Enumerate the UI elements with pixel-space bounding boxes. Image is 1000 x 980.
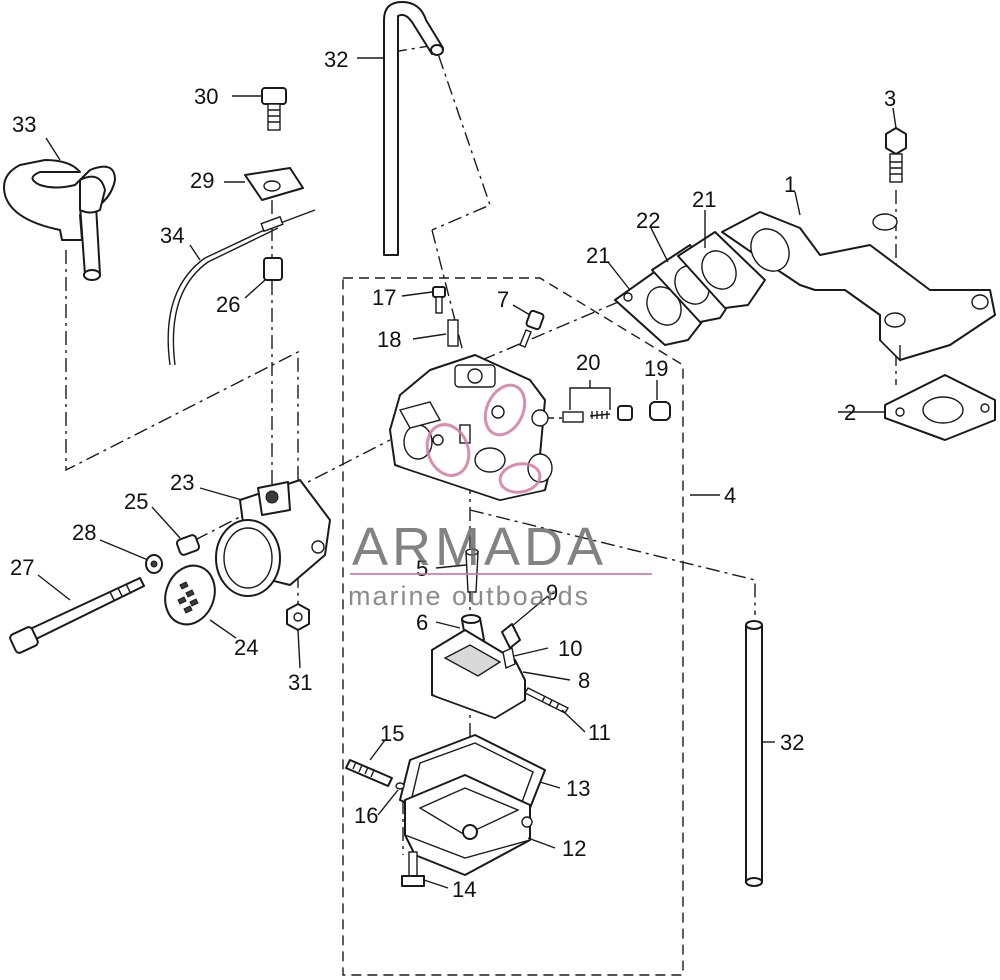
screw-14 (401, 851, 425, 887)
callout-4: 4 (724, 483, 736, 508)
callout-32-upper: 32 (324, 47, 348, 72)
washer-28 (145, 554, 163, 574)
float-clip-9 (501, 623, 521, 649)
callout-11: 11 (588, 720, 611, 745)
callout-6: 6 (416, 610, 428, 635)
gasket-2 (884, 374, 996, 441)
drain-screw-15 (345, 759, 393, 787)
callout-2: 2 (844, 400, 856, 425)
carburetor-assembly-box (342, 277, 684, 976)
choke-cable-34 (167, 209, 316, 366)
watermark-logo-icon (425, 383, 542, 494)
fuel-hose-upper (383, 1, 444, 256)
callout-18: 18 (377, 327, 401, 352)
pilot-screw-20 (562, 405, 633, 423)
callout-21-left: 21 (586, 243, 610, 268)
main-jet-5 (465, 548, 479, 593)
callout-28: 28 (72, 520, 96, 545)
callout-1: 1 (784, 172, 796, 197)
callout-33: 33 (12, 112, 36, 137)
bolt-27 (9, 577, 145, 654)
float-8 (431, 629, 526, 719)
float-pin-11 (524, 687, 569, 714)
fuel-hose-lower (745, 620, 763, 887)
gasket-21-right (677, 231, 766, 309)
carburetor-body (389, 354, 553, 501)
collar-26 (263, 257, 283, 281)
nut-25 (175, 534, 201, 556)
callout-31: 31 (288, 670, 312, 695)
needle-valve-10 (502, 647, 516, 669)
breather-hose (3, 159, 116, 281)
callout-10: 10 (558, 636, 582, 661)
callout-3: 3 (884, 86, 896, 111)
callout-labels: 1 2 3 4 5 6 7 8 9 10 11 12 13 14 15 16 1… (10, 47, 896, 902)
callout-14: 14 (452, 877, 476, 902)
screw-7 (519, 309, 545, 348)
bolt-30 (261, 87, 287, 131)
silencer-23 (215, 479, 331, 597)
bracket-29 (244, 167, 304, 201)
watermark: ARMADA marine outboards (348, 383, 652, 611)
callout-30: 30 (194, 84, 218, 109)
bolt-3 (885, 127, 907, 183)
callout-13: 13 (566, 776, 590, 801)
callout-9: 9 (546, 580, 558, 605)
callout-21-right: 21 (692, 187, 716, 212)
intake-manifold-1 (721, 211, 996, 362)
callout-25: 25 (124, 489, 148, 514)
callout-29: 29 (190, 168, 214, 193)
spring-18 (447, 319, 459, 347)
callout-leaders (37, 57, 897, 889)
watermark-tagline: marine outboards (348, 581, 590, 611)
callout-32-lower: 32 (780, 730, 804, 755)
callout-12: 12 (562, 836, 586, 861)
o-ring-16 (395, 782, 405, 790)
callout-26: 26 (216, 292, 240, 317)
callout-7: 7 (497, 287, 509, 312)
callout-20: 20 (576, 350, 600, 375)
watermark-brand: ARMADA (352, 517, 607, 577)
gasket-21-left (614, 267, 706, 346)
callout-17: 17 (372, 285, 396, 310)
callout-16: 16 (354, 803, 378, 828)
callout-24: 24 (234, 635, 258, 660)
float-chamber-12 (404, 774, 533, 876)
callout-27: 27 (10, 555, 34, 580)
cap-19 (649, 401, 671, 421)
callout-34: 34 (160, 223, 184, 248)
callout-8: 8 (578, 668, 590, 693)
callout-19: 19 (644, 356, 668, 381)
screw-17 (432, 286, 446, 314)
screen-24 (164, 564, 216, 626)
callout-23: 23 (170, 470, 194, 495)
callout-15: 15 (380, 721, 404, 746)
nut-31 (286, 603, 310, 631)
callout-22: 22 (636, 208, 660, 233)
